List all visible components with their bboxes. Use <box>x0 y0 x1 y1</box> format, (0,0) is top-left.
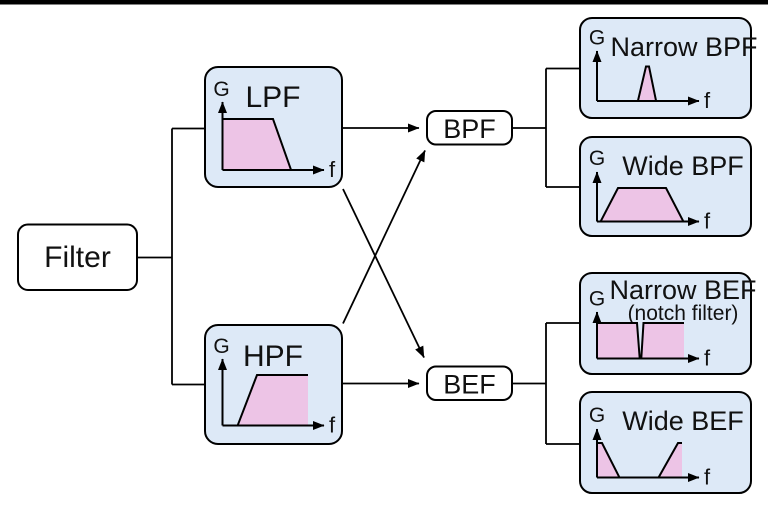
narrow-bpf-node-box <box>579 17 752 119</box>
lpf-node-label: LPF <box>245 81 300 114</box>
bef-node: BEF <box>426 365 513 401</box>
lpf-gain-axis-label: G <box>213 78 229 101</box>
top-border-bar <box>0 0 768 5</box>
hpf-response-edge <box>236 374 308 426</box>
wide-bef-response-edge-left <box>598 442 621 478</box>
wide-bef-node: Wide BEF G f <box>579 391 752 494</box>
wide-bpf-node-label: Wide BPF <box>622 151 744 181</box>
wide-bef-gain-axis-label: G <box>589 404 605 427</box>
wide-bpf-response-edge <box>599 187 685 222</box>
wide-bef-response-edge-right <box>657 442 682 478</box>
narrow-bef-response-shape-left <box>598 323 640 358</box>
bef-node-box <box>426 365 513 401</box>
hpf-to-bpf-cross-arrow <box>342 150 426 324</box>
filter-node-box <box>17 223 138 291</box>
narrow-bef-gain-axis-label: G <box>589 288 605 311</box>
narrow-bpf-node-label: Narrow BPF <box>610 32 757 62</box>
lpf-node: LPF G f <box>204 66 343 188</box>
wide-bpf-gain-axis-label: G <box>589 147 605 170</box>
lpf-response-edge <box>222 118 292 171</box>
narrow-bpf-frequency-axis-label: f <box>704 88 711 113</box>
lpf-response-shape <box>222 119 291 169</box>
hpf-node-label: HPF <box>243 340 303 373</box>
narrow-bpf-gain-axis-label: G <box>589 27 605 50</box>
hpf-response-shape <box>238 375 308 425</box>
hpf-node: HPF G f <box>204 324 343 445</box>
narrow-bpf-node: Narrow BPF G f <box>579 17 758 119</box>
wide-bpf-node: Wide BPF G f <box>579 136 752 237</box>
hpf-gain-axis-label: G <box>213 335 229 358</box>
wide-bpf-response-shape <box>601 188 683 221</box>
narrow-bef-response-shape-right <box>641 323 684 358</box>
wide-bef-node-label: Wide BEF <box>622 406 744 436</box>
bpf-node-label: BPF <box>443 114 496 144</box>
narrow-bef-node: Narrow BEF (notch filter) G f <box>579 272 757 375</box>
wide-bpf-frequency-axis-label: f <box>704 209 711 234</box>
wide-bef-node-box <box>579 391 752 494</box>
bpf-node-box <box>426 110 513 146</box>
narrow-bpf-response-shape <box>638 66 656 100</box>
hpf-frequency-axis-label: f <box>329 413 336 438</box>
narrow-bef-response-edge-left <box>598 322 641 359</box>
narrow-bef-response-edge-right <box>640 322 684 359</box>
narrow-bpf-response-edge <box>637 65 657 101</box>
filter-node: Filter <box>17 223 138 291</box>
narrow-bef-node-sublabel: (notch filter) <box>628 302 739 325</box>
narrow-bef-node-label: Narrow BEF <box>609 275 756 305</box>
lpf-to-bef-cross-arrow <box>342 188 425 358</box>
narrow-bef-frequency-axis-label: f <box>704 346 711 371</box>
filter-node-label: Filter <box>44 241 111 274</box>
bef-node-label: BEF <box>443 370 496 400</box>
lpf-frequency-axis-label: f <box>329 157 336 182</box>
bpf-node: BPF <box>426 110 513 146</box>
wide-bef-frequency-axis-label: f <box>704 465 711 490</box>
